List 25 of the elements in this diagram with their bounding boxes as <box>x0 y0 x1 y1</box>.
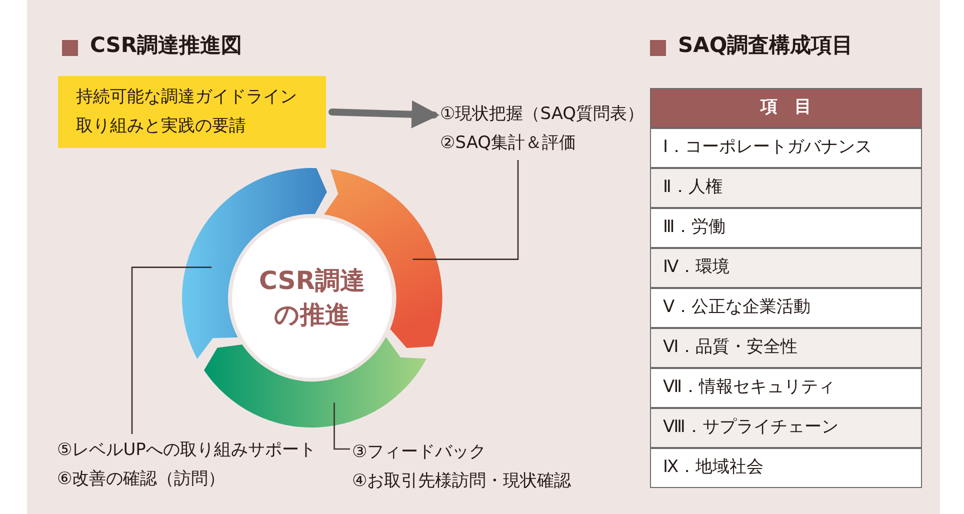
heading: CSR調達推進図 <box>90 32 242 59</box>
table-cell: Ⅶ．情報セキュリティ <box>650 368 922 408</box>
leader-line <box>131 266 212 434</box>
leader-line <box>412 160 519 260</box>
table-cell: Ⅰ．コーポレートガバナンス <box>650 128 922 168</box>
table-cell: Ⅸ．地域社会 <box>650 448 922 488</box>
box-text: 持続可能な調達ガイドライン取り組みと実践の要請 <box>76 86 298 138</box>
ring-segment <box>204 337 427 428</box>
table-cell: Ⅲ．労働 <box>650 208 922 248</box>
table-header: 項 目 <box>650 88 922 128</box>
table-cell: Ⅴ．公正な企業活動 <box>650 288 922 328</box>
leader-line <box>334 402 350 450</box>
step-text: ③フィードバック <box>352 441 488 464</box>
table-cell: Ⅷ．サプライチェーン <box>650 408 922 448</box>
circle-label: CSR調達の推進 <box>258 265 366 331</box>
arrow <box>328 100 440 128</box>
step-text: ⑥改善の確認（訪問） <box>57 468 226 491</box>
step-text: ④お取引先様訪問・現状確認 <box>352 470 572 493</box>
table-cell: Ⅱ．人権 <box>650 168 922 208</box>
table-cell: Ⅵ．品質・安全性 <box>650 328 922 368</box>
request-box <box>58 76 326 148</box>
table-cell: Ⅳ．環境 <box>650 248 922 288</box>
step-text: ⑤レベルUPへの取り組みサポート <box>57 439 317 462</box>
step-text: ②SAQ集計＆評価 <box>440 132 578 155</box>
heading: SAQ調査構成項目 <box>678 32 854 59</box>
